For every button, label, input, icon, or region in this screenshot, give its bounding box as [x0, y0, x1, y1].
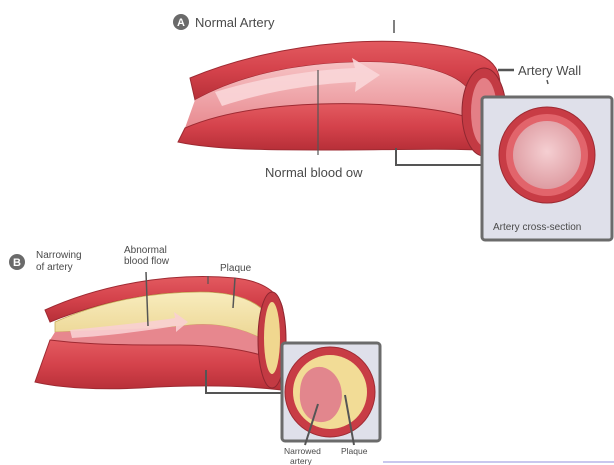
- plaque-label: Plaque: [220, 263, 252, 274]
- svg-text:B: B: [13, 257, 21, 269]
- narrowed-artery-label-line1: Narrowed: [284, 446, 321, 456]
- normal-artery-title: Normal Artery: [195, 15, 275, 30]
- badge-b: B: [9, 254, 25, 270]
- artery-wall-label: Artery Wall: [518, 63, 581, 78]
- inset-plaque-label: Plaque: [341, 446, 368, 456]
- blood-flow-label: Normal blood ow: [265, 165, 363, 180]
- narrowed-artery: [35, 272, 287, 393]
- cross-section-inset-b: [282, 343, 614, 462]
- badge-a: A: [173, 14, 189, 30]
- cross-section-inset-a: [482, 97, 612, 240]
- abnormal-flow-label-line2: blood flow: [124, 256, 170, 267]
- cross-section-label: Artery cross-section: [493, 222, 581, 233]
- narrowing-label-line2: of artery: [36, 262, 73, 273]
- narrowed-artery-label-line2: artery: [290, 456, 312, 465]
- narrowing-label-line1: Narrowing: [36, 250, 82, 261]
- svg-text:A: A: [177, 17, 185, 29]
- abnormal-flow-label-line1: Abnormal: [124, 245, 167, 256]
